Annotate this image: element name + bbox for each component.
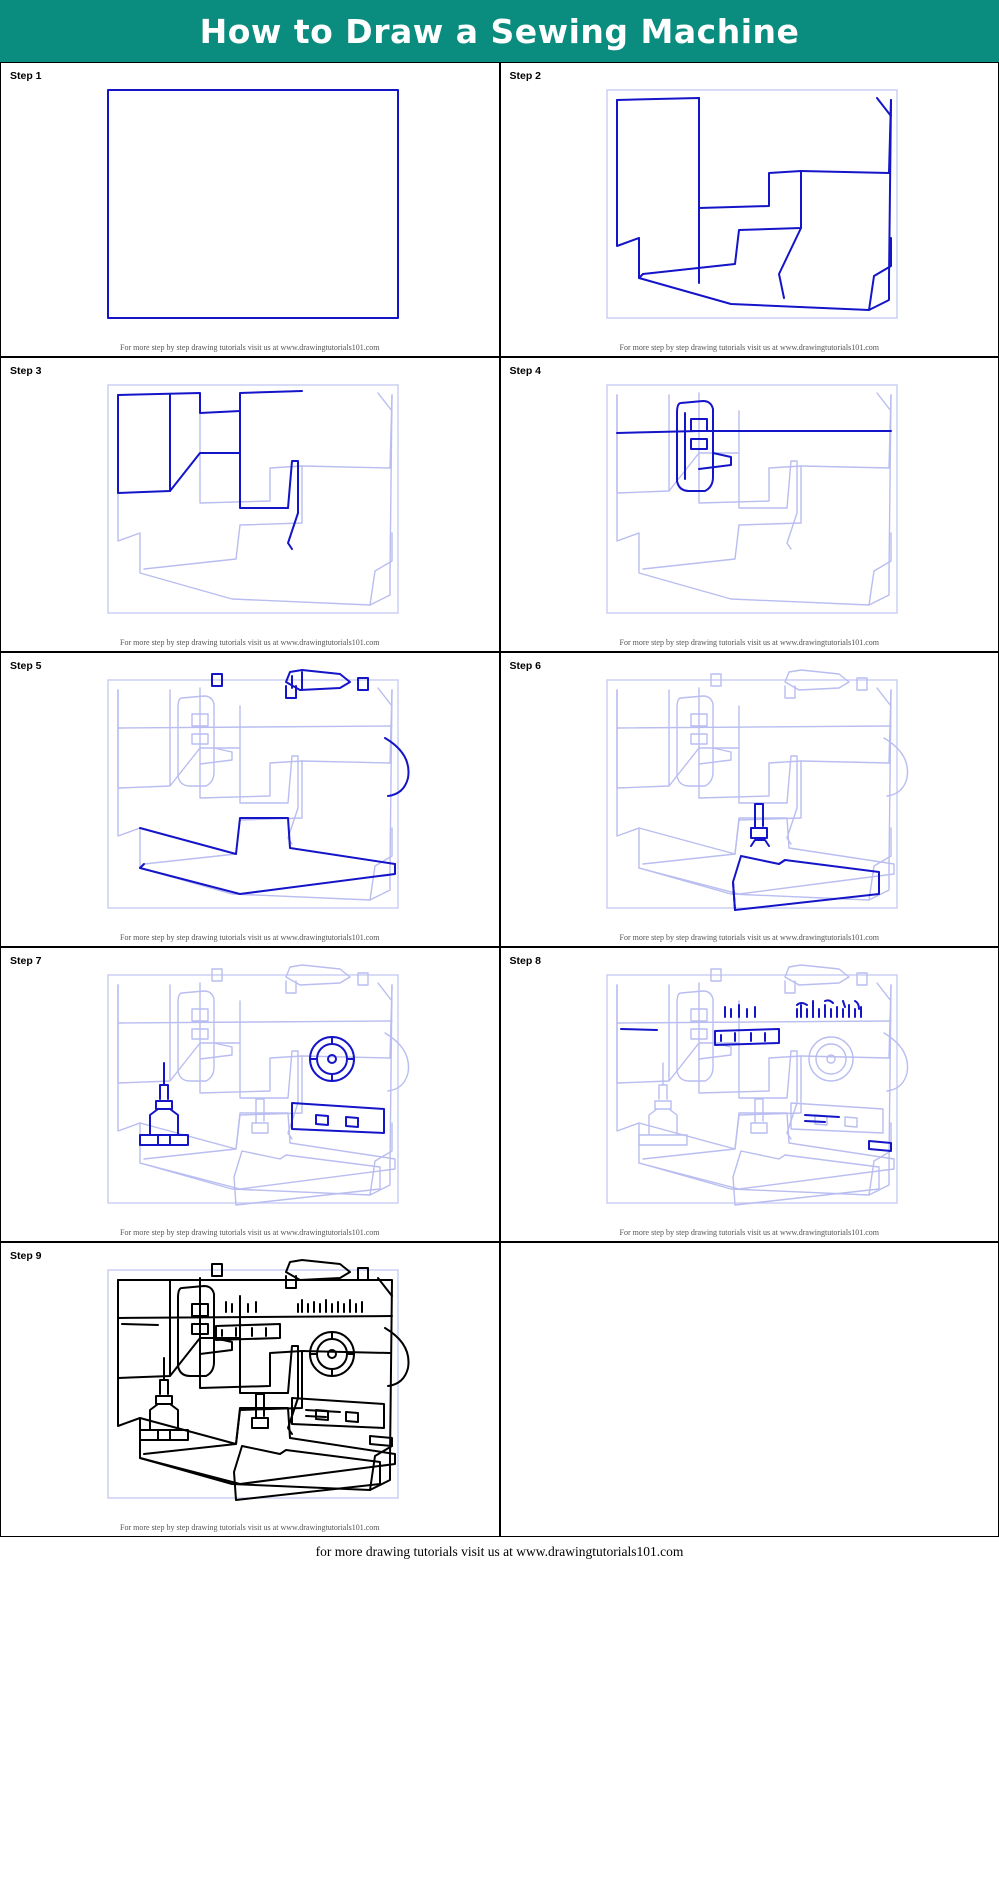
- step-drawing-1: [1, 81, 499, 334]
- tutorial-page: How to Draw a Sewing Machine Step 1 For …: [0, 0, 999, 1567]
- step-label-1: Step 1: [10, 70, 42, 82]
- step-cell-8: Step 8: [499, 947, 999, 1242]
- step-cell-4: Step 4 For more step by step drawing tut…: [499, 357, 999, 652]
- step-cell-9: Step 9: [0, 1242, 500, 1537]
- step-cell-2: Step 2 For more step by step drawing tut…: [499, 62, 999, 357]
- step-credit-8: For more step by step drawing tutorials …: [619, 1228, 879, 1237]
- step-label-5: Step 5: [10, 660, 42, 672]
- page-header: How to Draw a Sewing Machine: [0, 0, 999, 62]
- step-label-3: Step 3: [10, 365, 42, 377]
- page-footer: for more drawing tutorials visit us at w…: [0, 1537, 999, 1567]
- step-drawing-2: [501, 81, 999, 334]
- drawing-canvas-4: [606, 383, 898, 614]
- drawing-canvas-5: [107, 668, 410, 909]
- steps-grid: Step 1 For more step by step drawing tut…: [0, 62, 999, 1537]
- drawing-canvas-3: [107, 383, 399, 614]
- step-drawing-7: [1, 963, 499, 1219]
- step-drawing-5: [1, 668, 499, 924]
- step-label-9: Step 9: [10, 1250, 42, 1262]
- step-cell-empty: [499, 1242, 999, 1537]
- step-label-6: Step 6: [509, 660, 542, 672]
- step-drawing-9: [1, 1258, 499, 1514]
- step-cell-3: Step 3 For more step by step drawing tut…: [0, 357, 500, 652]
- step-drawing-3: [1, 376, 499, 629]
- page-title: How to Draw a Sewing Machine: [199, 11, 800, 51]
- drawing-canvas-1: [106, 88, 399, 319]
- step-cell-1: Step 1 For more step by step drawing tut…: [0, 62, 500, 357]
- drawing-canvas-8: [606, 963, 909, 1206]
- drawing-canvas-7: [107, 963, 409, 1206]
- step-credit-6: For more step by step drawing tutorials …: [619, 933, 879, 942]
- step-label-4: Step 4: [509, 365, 542, 377]
- step-cell-6: Step 6 For more ste: [499, 652, 999, 947]
- step-drawing-8: [501, 963, 999, 1219]
- step-drawing-6: [501, 668, 999, 924]
- step-cell-5: Step 5: [0, 652, 500, 947]
- step-credit-2: For more step by step drawing tutorials …: [619, 343, 879, 352]
- drawing-canvas-6: [606, 668, 909, 911]
- step-credit-1: For more step by step drawing tutorials …: [120, 343, 380, 352]
- step-cell-7: Step 7: [0, 947, 500, 1242]
- step-credit-5: For more step by step drawing tutorials …: [120, 933, 380, 942]
- step-credit-3: For more step by step drawing tutorials …: [120, 638, 380, 647]
- footer-text: for more drawing tutorials visit us at w…: [315, 1544, 684, 1559]
- step-label-7: Step 7: [10, 955, 42, 967]
- step-credit-7: For more step by step drawing tutorials …: [120, 1228, 380, 1237]
- step-credit-4: For more step by step drawing tutorials …: [619, 638, 879, 647]
- step-label-8: Step 8: [509, 955, 542, 967]
- step-label-2: Step 2: [509, 70, 542, 82]
- step-credit-9: For more step by step drawing tutorials …: [120, 1523, 380, 1532]
- drawing-canvas-2: [606, 88, 898, 319]
- step-drawing-4: [501, 376, 999, 629]
- drawing-canvas-9: [107, 1258, 410, 1501]
